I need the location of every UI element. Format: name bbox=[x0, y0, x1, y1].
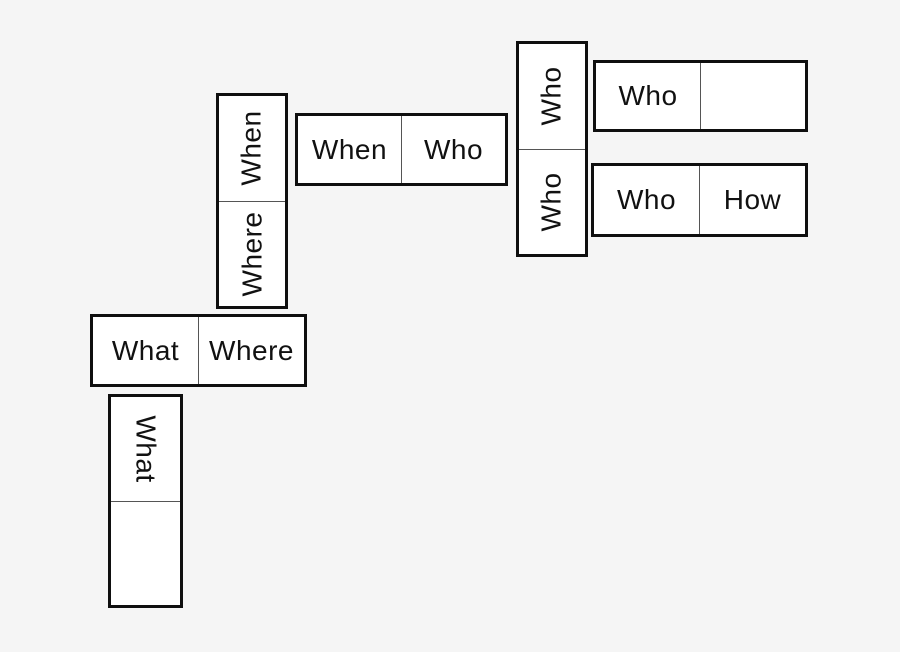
domino-half-when[interactable]: When bbox=[298, 116, 402, 183]
domino-half-blank[interactable] bbox=[111, 502, 180, 606]
domino-half-how[interactable]: How bbox=[700, 166, 805, 234]
domino-when-who[interactable]: When Who bbox=[295, 113, 508, 186]
domino-label: Who bbox=[618, 80, 678, 111]
domino-half-what[interactable]: What bbox=[111, 397, 180, 502]
domino-label: What bbox=[111, 334, 180, 366]
domino-when-where[interactable]: When Where bbox=[216, 93, 288, 309]
domino-who-blank[interactable]: Who bbox=[593, 60, 808, 132]
domino-half-blank[interactable] bbox=[701, 63, 805, 129]
domino-half-who[interactable]: Who bbox=[402, 116, 505, 183]
domino-half-who[interactable]: Who bbox=[596, 63, 701, 129]
domino-who-how[interactable]: Who How bbox=[591, 163, 808, 237]
domino-label: Who bbox=[616, 184, 677, 215]
domino-label: Who bbox=[535, 66, 567, 126]
domino-what-where[interactable]: What Where bbox=[90, 314, 307, 387]
domino-label: What bbox=[130, 415, 162, 483]
domino-who-who[interactable]: Who Who bbox=[516, 41, 588, 257]
domino-half-where[interactable]: Where bbox=[199, 317, 304, 384]
domino-half-who-top[interactable]: Who bbox=[519, 44, 585, 150]
domino-half-what[interactable]: What bbox=[93, 317, 199, 384]
domino-label: When bbox=[311, 133, 388, 165]
domino-label: Where bbox=[209, 334, 294, 366]
domino-half-where[interactable]: Where bbox=[219, 202, 285, 307]
domino-label: Where bbox=[236, 211, 267, 297]
domino-half-when[interactable]: When bbox=[219, 96, 285, 202]
domino-half-who-bottom[interactable]: Who bbox=[519, 150, 585, 255]
domino-label: Who bbox=[423, 133, 484, 165]
domino-label: Who bbox=[535, 172, 567, 232]
domino-label: When bbox=[236, 110, 267, 186]
domino-label: How bbox=[723, 184, 782, 215]
domino-what-blank[interactable]: What bbox=[108, 394, 183, 608]
domino-half-who[interactable]: Who bbox=[594, 166, 700, 234]
